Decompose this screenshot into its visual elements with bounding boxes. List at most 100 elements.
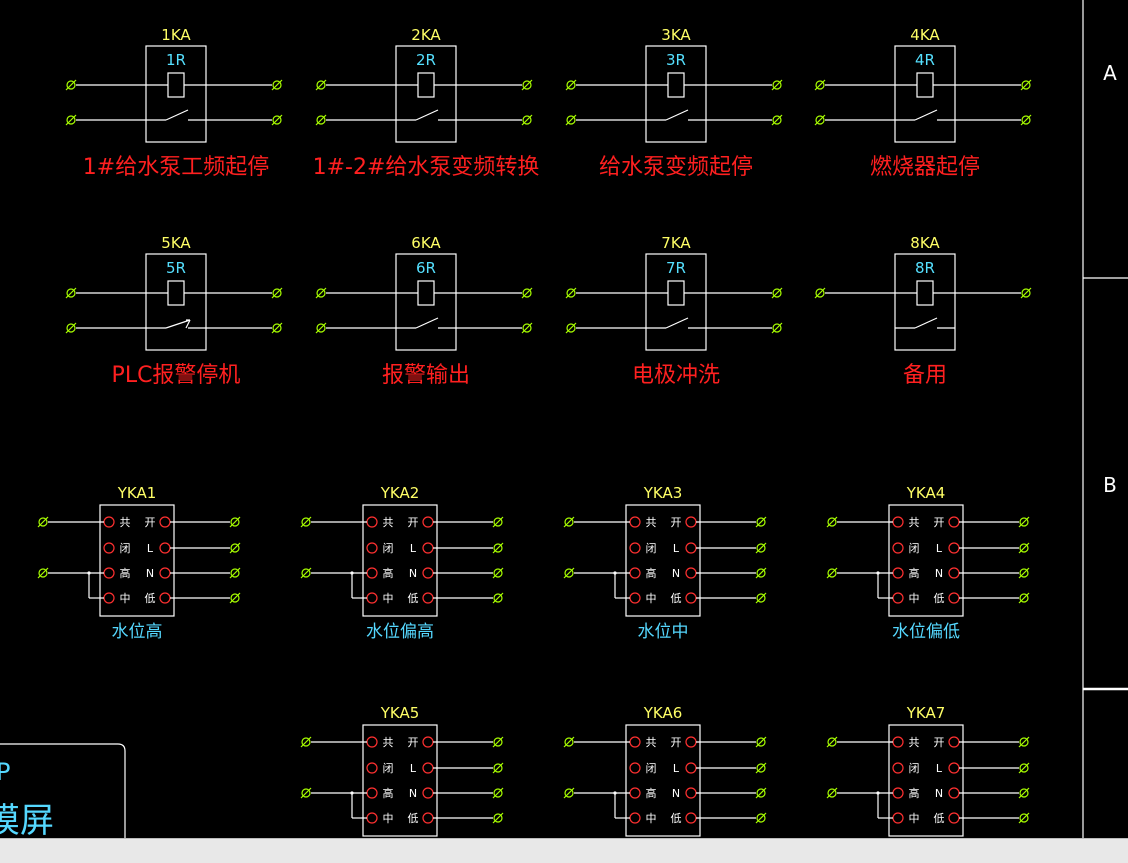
module-pin-label: 低 (934, 812, 945, 825)
terminal-circle (1019, 763, 1029, 773)
terminal-circle (1019, 788, 1029, 798)
terminal-circle (827, 788, 837, 798)
terminal-icon (565, 79, 577, 91)
terminal-icon (1018, 812, 1030, 824)
terminal-slash (755, 516, 767, 528)
terminal-icon (521, 322, 533, 334)
terminal-icon (492, 736, 504, 748)
terminal-icon (65, 79, 77, 91)
module-caption: 水位偏高 (366, 622, 434, 642)
terminal-icon (271, 322, 283, 334)
terminal-slash (771, 114, 783, 126)
terminal-icon (1020, 114, 1032, 126)
terminal-circle (522, 288, 532, 298)
relay-code-label: 6KA (411, 234, 441, 252)
terminal-slash (755, 567, 767, 579)
contact-blade-icon (914, 317, 938, 329)
module-pin-label: 开 (408, 516, 419, 529)
terminal-icon (826, 567, 838, 579)
terminal-circle (301, 568, 311, 578)
terminal-slash (1018, 812, 1030, 824)
terminal-circle (756, 813, 766, 823)
terminal-slash (1018, 567, 1030, 579)
terminal-circle (230, 543, 240, 553)
module-code-label: YKA3 (643, 484, 683, 502)
terminal-icon (1018, 567, 1030, 579)
terminal-circle (1019, 517, 1029, 527)
relay-caption: 备用 (903, 363, 947, 388)
terminal-slash (229, 567, 241, 579)
terminal-slash (492, 542, 504, 554)
terminal-icon (755, 787, 767, 799)
terminal-icon (1018, 516, 1030, 528)
terminal-slash (563, 736, 575, 748)
zone-label-b: B (1103, 473, 1117, 497)
terminal-circle (772, 323, 782, 333)
terminal-icon (755, 812, 767, 824)
terminal-circle (1021, 115, 1031, 125)
module-pin-label: N (146, 567, 154, 580)
terminal-icon (826, 736, 838, 748)
module-pin-label: 闭 (909, 762, 920, 775)
terminal-icon (563, 787, 575, 799)
module-pin-label: L (936, 762, 943, 775)
terminal-slash (1018, 542, 1030, 554)
relay-housing (395, 45, 457, 143)
terminal-slash (492, 787, 504, 799)
terminal-circle (815, 288, 825, 298)
terminal-icon (771, 114, 783, 126)
terminal-icon (229, 567, 241, 579)
terminal-icon (271, 287, 283, 299)
terminal-icon (565, 114, 577, 126)
terminal-icon (755, 592, 767, 604)
terminal-icon (1018, 762, 1030, 774)
terminal-slash (1020, 114, 1032, 126)
module-pin-label: 共 (909, 736, 920, 749)
module-pin-label: N (409, 567, 417, 580)
relay-caption: 1#-2#给水泵变频转换 (313, 155, 540, 180)
terminal-slash (755, 812, 767, 824)
module-pin-label: L (673, 762, 680, 775)
terminal-slash (826, 516, 838, 528)
relay-coil-label: 8R (915, 259, 935, 277)
terminal-slash (271, 114, 283, 126)
terminal-circle (1019, 568, 1029, 578)
terminal-circle (230, 517, 240, 527)
relay-code-label: 4KA (910, 26, 940, 44)
terminal-circle (493, 593, 503, 603)
relay-code-label: 1KA (161, 26, 191, 44)
module-pin-label: 低 (408, 812, 419, 825)
module-pin-label: 闭 (909, 542, 920, 555)
module-code-label: YKA2 (380, 484, 420, 502)
terminal-icon (521, 287, 533, 299)
terminal-icon (229, 516, 241, 528)
relay-caption: 报警输出 (382, 363, 470, 388)
contact-blade-icon (665, 109, 689, 121)
relay-housing (894, 45, 956, 143)
module-pin-label: 开 (408, 736, 419, 749)
module-housing (362, 504, 438, 617)
terminal-icon (771, 322, 783, 334)
relay-code-label: 2KA (411, 26, 441, 44)
terminal-icon (271, 114, 283, 126)
relay-coil-label: 6R (416, 259, 436, 277)
junction-dot (876, 791, 880, 795)
relay-code-label: 3KA (661, 26, 691, 44)
module-pin-label: 共 (383, 516, 394, 529)
terminal-icon (521, 79, 533, 91)
terminal-slash (1018, 762, 1030, 774)
terminal-slash (563, 787, 575, 799)
module-pin-label: 共 (909, 516, 920, 529)
module-pin-label: 中 (383, 812, 394, 825)
terminal-slash (521, 287, 533, 299)
terminal-slash (65, 322, 77, 334)
terminal-circle (493, 763, 503, 773)
terminal-slash (755, 542, 767, 554)
terminal-slash (521, 322, 533, 334)
